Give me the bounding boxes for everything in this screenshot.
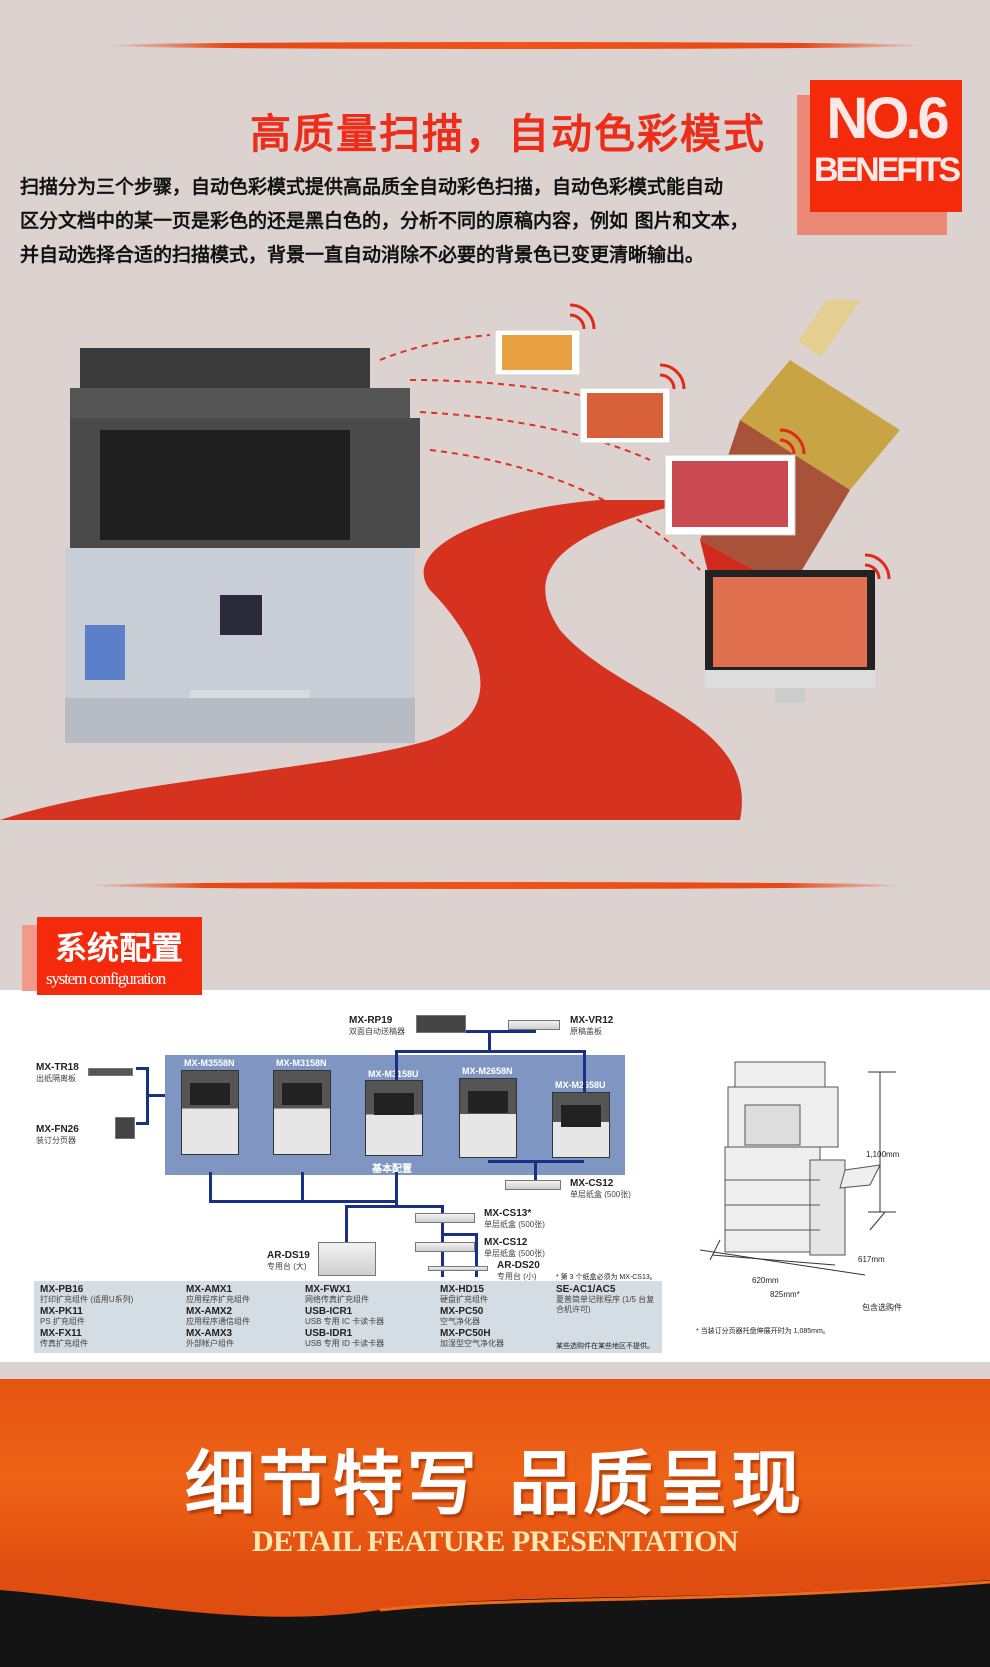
devices — [494, 329, 875, 703]
ds19-image — [318, 1242, 376, 1276]
printer-image — [65, 348, 420, 743]
vr12-image — [508, 1020, 560, 1030]
accessories-table — [34, 1281, 662, 1353]
dim-width-full: 825mm* — [770, 1290, 800, 1299]
benefit-title: 高质量扫描，自动色彩模式 — [250, 110, 766, 158]
wireless-paths — [379, 334, 701, 571]
copier-image — [365, 1080, 423, 1156]
benefit-badge: NO.6 BENEFITS — [810, 80, 962, 212]
model-label: MX-M2658U — [555, 1080, 606, 1090]
badge-number: NO.6 — [826, 86, 949, 151]
benefit-description: 扫描分为三个步骤，自动色彩模式提供高品质全自动彩色扫描，自动色彩模式能自动 区分… — [20, 170, 810, 272]
panel-label: 基本配置 — [372, 1164, 412, 1175]
dim-includes: 包含选购件 — [862, 1303, 902, 1312]
copier-image — [459, 1078, 517, 1158]
detail-title: 细节特写 品质呈现 — [184, 1443, 806, 1525]
cs13-note: * 第 3 个纸盒必须为 MX-CS13。 — [556, 1274, 657, 1281]
divider-line-middle — [85, 882, 905, 889]
copier-image — [181, 1070, 239, 1155]
detail-banner — [0, 1379, 990, 1579]
dim-width: 620mm — [752, 1276, 779, 1285]
dim-height: 1,100mm — [866, 1150, 900, 1159]
ds20-image — [428, 1266, 488, 1271]
scan-illustration — [0, 300, 900, 820]
rp19-image — [416, 1015, 466, 1033]
description-line: 区分文档中的某一页是彩色的还是黑白色的，分析不同的原稿内容，例如 图片和文本， — [20, 210, 749, 232]
tr18-image — [88, 1068, 133, 1076]
config-tag: 系统配置 system configuration — [37, 917, 202, 995]
copier-image — [273, 1070, 331, 1155]
model-label: MX-M3158N — [276, 1058, 327, 1068]
banner-bottom — [0, 1560, 990, 1667]
detail-subtitle: DETAIL FEATURE PRESENTATION — [251, 1525, 739, 1558]
copier-image — [552, 1092, 610, 1158]
model-label: MX-M2658N — [462, 1066, 513, 1076]
dim-footnote: * 当装订分页器托盘伸展开时为 1,085mm。 — [696, 1328, 830, 1335]
option-label: MX-CS13*单层纸盒 (500张) — [484, 1208, 545, 1229]
dim-depth: 617mm — [858, 1255, 885, 1264]
region-note: 某些选购件在某些地区不提供。 — [556, 1343, 654, 1350]
badge-label: BENEFITS — [813, 151, 961, 189]
model-label: MX-M3558N — [184, 1058, 235, 1068]
red-road — [0, 500, 742, 820]
cs13-image — [415, 1213, 475, 1223]
dimension-drawing — [700, 1061, 896, 1276]
cs12-image — [415, 1242, 475, 1252]
config-subtitle: system configuration — [46, 969, 166, 988]
wifi-icons — [569, 303, 891, 580]
config-title: 系统配置 — [55, 929, 184, 967]
divider-line-top — [105, 42, 925, 49]
fn26-image — [115, 1117, 135, 1139]
model-label: MX-M3158U — [368, 1069, 419, 1079]
description-line: 扫描分为三个步骤，自动色彩模式提供高品质全自动彩色扫描，自动色彩模式能自动 — [20, 176, 724, 198]
cs12-image — [505, 1180, 561, 1190]
description-line: 并自动选择合适的扫描模式，背景一直自动消除不必要的背景色已变更清晰输出。 — [20, 244, 705, 266]
